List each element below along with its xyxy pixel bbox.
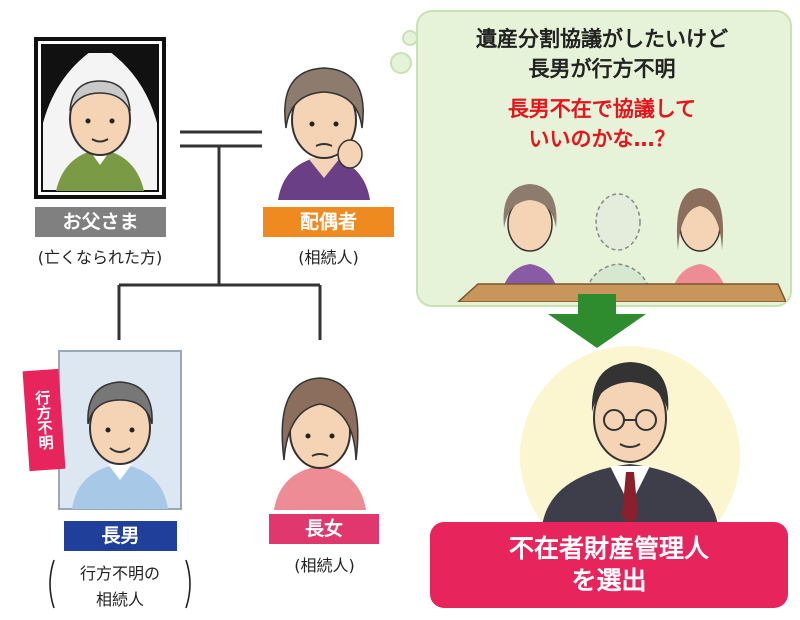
bubble-line2: 長男が行方不明 (528, 57, 676, 81)
son-sub-line1: 行方不明の (79, 564, 160, 583)
father-sub: (亡くなられた方) (37, 248, 163, 267)
lawyer-person-icon (520, 346, 740, 526)
spouse-sub: (相続人) (298, 248, 359, 267)
deceased-portrait-icon (34, 37, 166, 199)
spouse-person-icon (278, 67, 370, 200)
missing-tag: 行方不明 (22, 368, 66, 472)
bubble-line3: 長男不在で協議して (507, 97, 697, 121)
daughter-label: 長女 (269, 514, 379, 544)
daughter-sub: (相続人) (294, 556, 355, 575)
thought-bubble (416, 10, 792, 307)
bubble-line1: 遺産分割協議がしたいけど (476, 27, 728, 51)
son-sub-brackets (49, 559, 191, 609)
son-label: 長男 (64, 521, 177, 551)
result-box: 不在者財産管理人 を選出 (430, 522, 788, 608)
result-line1: 不在者財産管理人 (508, 534, 709, 563)
daughter-person-icon (274, 377, 366, 510)
result-line2: を選出 (571, 566, 647, 595)
son-photo-icon (58, 350, 182, 510)
father-label: お父さま (35, 207, 166, 237)
spouse-label: 配偶者 (263, 207, 394, 237)
thought-dot-large (390, 52, 412, 74)
bubble-line4: いいのかな…？ (528, 127, 676, 151)
son-sub-line2: 相続人 (95, 590, 144, 609)
down-arrow-icon (548, 294, 646, 348)
meeting-table-icon (456, 184, 786, 302)
